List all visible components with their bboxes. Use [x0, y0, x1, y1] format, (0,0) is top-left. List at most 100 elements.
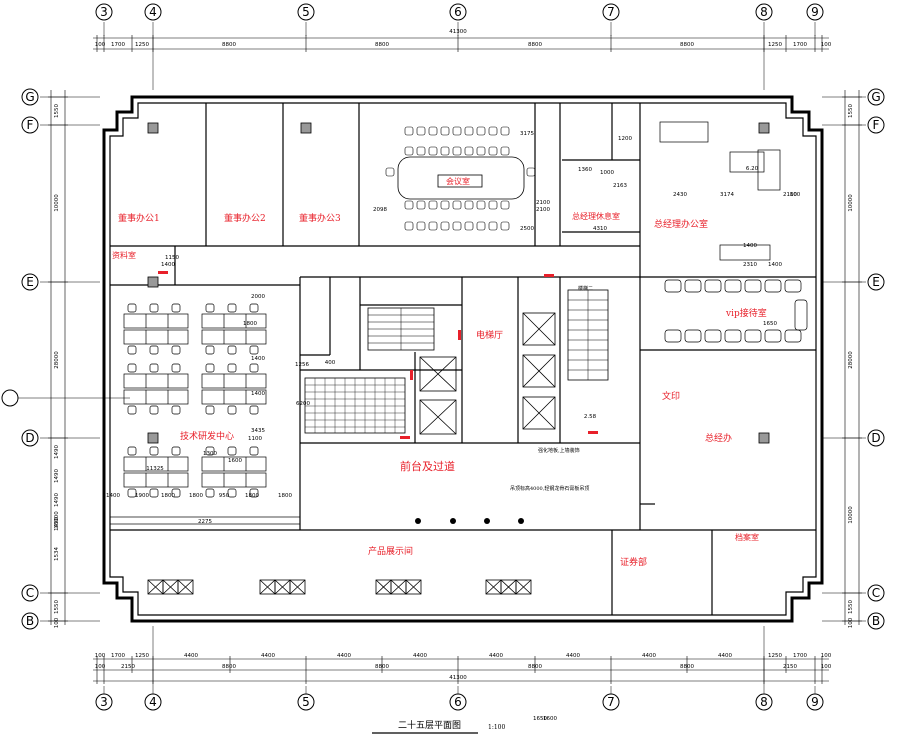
- meeting-chair: [464, 126, 474, 136]
- interior-dim: 2098: [373, 207, 387, 213]
- dim-left: 100: [54, 617, 60, 628]
- room-label-meeting: 会议室: [446, 176, 470, 186]
- dim-bottom1: 100: [821, 653, 832, 659]
- interior-dim: 950: [219, 493, 230, 499]
- dim-top-total: 41300: [449, 29, 467, 35]
- desk-chair: [227, 345, 237, 355]
- dim-bottom1: 4400: [566, 653, 580, 659]
- interior-dim: 1300: [203, 451, 217, 457]
- dim-top: 1250: [768, 42, 782, 48]
- desk-chair: [249, 303, 259, 313]
- dim-bottom1: 1700: [793, 653, 807, 659]
- dim-bottom1: 4400: [489, 653, 503, 659]
- gm-sofa: [729, 151, 765, 173]
- desk-chair: [205, 488, 215, 498]
- display-case-x: [375, 579, 392, 595]
- meeting-chair: [488, 200, 498, 210]
- dim-bottom2: 8800: [375, 664, 389, 670]
- room-label-front-desk: 前台及过道: [400, 459, 455, 473]
- meeting-chair: [476, 221, 486, 231]
- dim-bottom2: 2150: [121, 664, 135, 670]
- vip-sofa: [704, 329, 722, 343]
- axis-label-8: 8: [760, 5, 768, 19]
- display-case-x: [500, 579, 517, 595]
- interior-dim: 1400: [251, 356, 265, 362]
- room-label-archive: 资料室: [112, 250, 136, 260]
- room-label-gm-rest: 总经理休息室: [572, 211, 620, 221]
- room-label-director1: 董事办公1: [118, 212, 160, 224]
- dim-left: 1550: [54, 600, 60, 614]
- dim-top: 1250: [135, 42, 149, 48]
- vip-sofa: [704, 279, 722, 293]
- meeting-chair: [440, 126, 450, 136]
- meeting-chair: [428, 146, 438, 156]
- interior-dim: 1400: [161, 262, 175, 268]
- meeting-chair: [488, 126, 498, 136]
- vip-sofa: [724, 279, 742, 293]
- vip-sofa: [764, 279, 782, 293]
- meeting-chair: [464, 221, 474, 231]
- display-case-x: [177, 579, 194, 595]
- display-case: [177, 579, 194, 595]
- desk-chair: [149, 488, 159, 498]
- interior-dim: 2310: [743, 262, 757, 268]
- desk-chair: [171, 303, 181, 313]
- note-stair: 楼梯二: [578, 285, 593, 292]
- axis-label-F-right: F: [873, 118, 880, 132]
- desk-chair: [127, 345, 137, 355]
- axis-label-E-right: E: [872, 275, 880, 289]
- meeting-chair: [452, 200, 462, 210]
- axis-label-E: E: [26, 275, 34, 289]
- desk-chair: [249, 363, 259, 373]
- desk: [201, 456, 267, 472]
- interior-dim: 1600: [543, 716, 557, 722]
- desk-chair: [127, 303, 137, 313]
- interior-dim: 2275: [198, 519, 212, 525]
- desk: [123, 472, 189, 488]
- desk: [201, 329, 267, 345]
- desk-chair: [227, 363, 237, 373]
- meeting-chair: [476, 200, 486, 210]
- meeting-chair: [416, 200, 426, 210]
- meeting-chair: [476, 126, 486, 136]
- meeting-chair: [404, 126, 414, 136]
- desk-chair: [149, 405, 159, 415]
- interior-dim: 2163: [613, 183, 627, 189]
- desk-chair: [227, 405, 237, 415]
- dim-bottom2: 2150: [783, 664, 797, 670]
- dim-top: 8800: [375, 42, 389, 48]
- vip-sofa: [794, 299, 808, 331]
- interior-dim: 1800: [161, 493, 175, 499]
- interior-dim: 3435: [251, 428, 265, 434]
- dim-bottom2: 100: [821, 664, 832, 670]
- interior-dim: 1800: [189, 493, 203, 499]
- vip-sofa: [724, 329, 742, 343]
- dim-bottom2: 8800: [680, 664, 694, 670]
- desk: [201, 389, 267, 405]
- meeting-chair: [464, 200, 474, 210]
- desk: [201, 373, 267, 389]
- meeting-chair: [440, 200, 450, 210]
- axis-label-7-bottom: 7: [607, 695, 615, 709]
- interior-dim: 1400: [106, 493, 120, 499]
- vip-sofa: [744, 329, 762, 343]
- dim-left: 1534: [54, 547, 60, 561]
- meeting-chair: [500, 200, 510, 210]
- desk-chair: [205, 345, 215, 355]
- interior-dim: 1650: [533, 716, 547, 722]
- dim-bottom1: 4400: [184, 653, 198, 659]
- desk-chair: [205, 405, 215, 415]
- display-case-x: [390, 579, 407, 595]
- display-case: [289, 579, 306, 595]
- dim-bottom-total: 41300: [449, 675, 467, 681]
- display-case: [405, 579, 422, 595]
- desk-chair: [171, 345, 181, 355]
- room-label-rd: 技术研发中心: [180, 430, 234, 442]
- vip-sofa: [684, 279, 702, 293]
- dim-top: 1700: [793, 42, 807, 48]
- desk-chair: [205, 363, 215, 373]
- interior-dim: 6.20: [746, 166, 759, 172]
- dim-bottom1: 1250: [768, 653, 782, 659]
- dim-left: 1490: [54, 493, 60, 507]
- axis-label-B: B: [26, 614, 34, 628]
